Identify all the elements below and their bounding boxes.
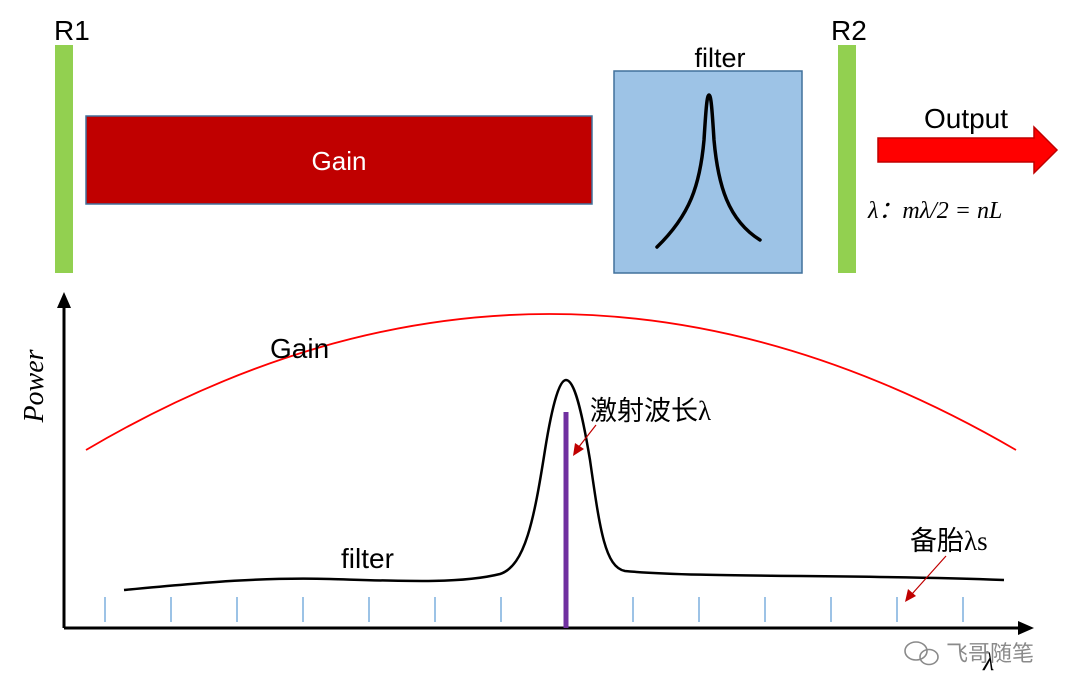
x-axis-arrowhead [1018,621,1034,635]
side-mode-label: 备胎λs [910,526,988,556]
gain-block [85,115,593,205]
lasing-pointer-arrow [577,424,597,449]
filter-box-label: filter [694,43,745,73]
gain-curve [85,313,1017,451]
x-axis-label: λ [982,647,994,676]
resonance-condition: λ：mλ/2 = nL [867,198,1002,224]
side-mode-pointer-arrowhead [905,589,916,602]
lasing-pointer-arrowhead [573,443,584,456]
filter-curve-label: filter [341,543,394,574]
gain-curve-label: Gain [270,333,329,364]
mirror-r2-label: R2 [831,15,867,46]
watermark-text: 飞哥随笔 [946,642,1034,667]
y-axis-arrowhead [57,292,71,308]
filter-response-curve [655,93,762,249]
mode-ticks [104,597,964,622]
side-mode-pointer-arrow [911,555,947,595]
mirror-r1-label: R1 [54,15,90,46]
mirror-r1 [55,45,73,273]
gain-block-label: Gain [312,146,367,176]
y-axis-label: Power [19,349,50,423]
output-arrow [877,125,1059,175]
filter-curve [123,378,1005,592]
watermark: 飞哥随笔 [904,641,1034,667]
wechat-logo-icon [904,641,939,666]
lasing-wavelength-label: 激射波长λ [590,396,711,426]
output-label: Output [924,103,1008,134]
mirror-r2 [838,45,856,273]
